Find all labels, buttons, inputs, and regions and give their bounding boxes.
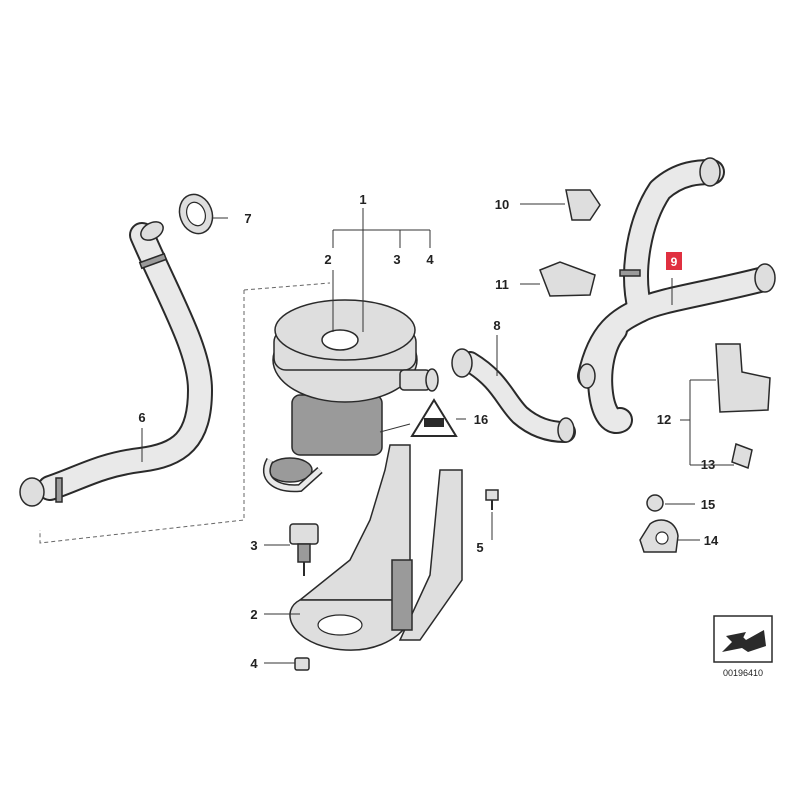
air-pump-1[interactable] (262, 299, 439, 493)
callout-2-top: 2 (324, 252, 331, 267)
callout-2-low: 2 (250, 607, 257, 622)
hose-6-frame (39, 282, 331, 544)
callout-4-top: 4 (426, 252, 434, 267)
callout-3-low: 3 (250, 538, 257, 553)
callout-7: 7 (244, 211, 251, 226)
leader-lines (141, 203, 734, 664)
nut-15[interactable] (646, 494, 664, 512)
callout-15: 15 (701, 497, 715, 512)
callout-11: 11 (495, 277, 509, 292)
valve-11[interactable] (539, 261, 596, 297)
callout-3-top: 3 (393, 252, 400, 267)
clip-14[interactable] (639, 519, 679, 553)
hose-8[interactable] (451, 348, 576, 443)
bolt-5[interactable] (485, 489, 499, 510)
callout-16: 16 (474, 412, 488, 427)
callout-8: 8 (493, 318, 500, 333)
bracket-12[interactable] (715, 343, 771, 413)
sensor-3[interactable] (289, 523, 319, 576)
bracket-10[interactable] (565, 189, 601, 221)
diagram-code: 00196410 (723, 668, 763, 678)
callout-4-low: 4 (250, 656, 258, 671)
clamp-7[interactable] (174, 190, 218, 239)
callout-10: 10 (495, 197, 509, 212)
callout-14: 14 (704, 533, 719, 548)
callout-6: 6 (138, 410, 145, 425)
hose-9[interactable] (577, 157, 776, 434)
callout-12: 12 (657, 412, 671, 427)
callout-9-highlight[interactable]: 9 (666, 252, 682, 270)
nut-4[interactable] (294, 657, 310, 671)
callout-1: 1 (359, 192, 366, 207)
warning-triangle-icon (410, 398, 458, 437)
arrow-sheet-icon (713, 615, 773, 663)
bracket-2[interactable] (289, 444, 463, 651)
callout-13: 13 (701, 457, 715, 472)
callout-5: 5 (476, 540, 483, 555)
highlight-box (666, 252, 682, 270)
hose-6[interactable] (19, 218, 213, 507)
clip-13[interactable] (731, 442, 753, 470)
callout-9: 9 (671, 255, 678, 269)
